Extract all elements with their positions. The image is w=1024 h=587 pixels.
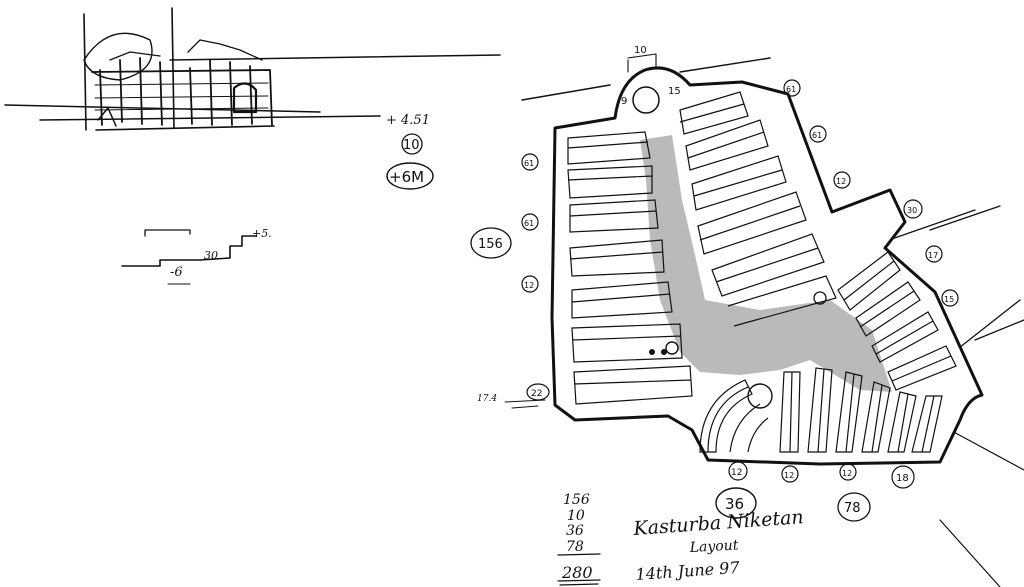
top-tree-circle xyxy=(632,86,660,114)
section-low-label: -6 xyxy=(170,265,183,280)
dim-right-12: 12 xyxy=(836,177,846,186)
caption-date: 14th June 97 xyxy=(635,558,741,584)
dim-bottom-36: 36 xyxy=(725,495,744,513)
site-boundary xyxy=(550,66,984,466)
dim-left-17: 17.4 xyxy=(477,394,497,404)
dim-right-61b: 61 xyxy=(812,131,822,140)
dim-6m-label: +6M xyxy=(389,168,424,186)
dim-bottom-12b: 12 xyxy=(784,471,794,480)
dim-top-label: 10 xyxy=(634,45,647,56)
section-sketch: +5. 30 -6 xyxy=(121,227,272,285)
dim-right-61a: 61 xyxy=(786,85,796,94)
tally-value-0: 156 xyxy=(563,492,590,508)
site-plan: 10 9 15 61 61 12 22 156 17.4 61 61 12 30… xyxy=(470,45,1024,587)
dim-left-156: 156 xyxy=(478,237,503,252)
tally-value-2: 36 xyxy=(566,523,584,539)
tally-value-3: 78 xyxy=(566,539,584,555)
dim-15-label: 15 xyxy=(668,86,681,97)
dim-left-12: 12 xyxy=(524,281,534,290)
section-mid-label: 30 xyxy=(204,249,218,262)
circulation-path xyxy=(640,135,892,392)
dim-left-61a: 61 xyxy=(524,159,534,168)
drawing-caption: Kasturba Niketan Layout 14th June 97 xyxy=(632,506,805,584)
caption-subtitle: Layout xyxy=(688,537,739,556)
dim-9-label: 9 xyxy=(621,96,627,107)
caption-title: Kasturba Niketan xyxy=(632,506,805,540)
dim-left-22: 22 xyxy=(531,389,542,399)
sketch-annotations: + 4.51 10 +6M xyxy=(386,113,434,190)
dim-bottom-12a: 12 xyxy=(731,468,742,478)
elevation-sketch xyxy=(4,7,501,131)
dim-right-30: 30 xyxy=(907,206,917,215)
central-tree-circle xyxy=(747,383,773,409)
elevation-label: + 4.51 xyxy=(386,113,430,128)
dim-bottom-12c: 12 xyxy=(842,469,852,478)
dim-bottom-18: 18 xyxy=(896,473,909,484)
dim-bottom-78: 78 xyxy=(844,501,861,516)
unit-tally: 156 10 36 78 280 xyxy=(557,492,601,586)
plan-dimension-markers: 10 9 15 61 61 12 22 156 17.4 61 61 12 30… xyxy=(470,45,959,522)
section-top-label: +5. xyxy=(252,227,272,240)
tally-value-1: 10 xyxy=(567,508,585,524)
tally-total: 280 xyxy=(561,563,593,582)
dim-right-17: 17 xyxy=(928,251,938,260)
dim-right-15: 15 xyxy=(944,295,954,304)
dim-10-label: 10 xyxy=(403,138,420,153)
dim-left-61b: 61 xyxy=(524,219,534,228)
